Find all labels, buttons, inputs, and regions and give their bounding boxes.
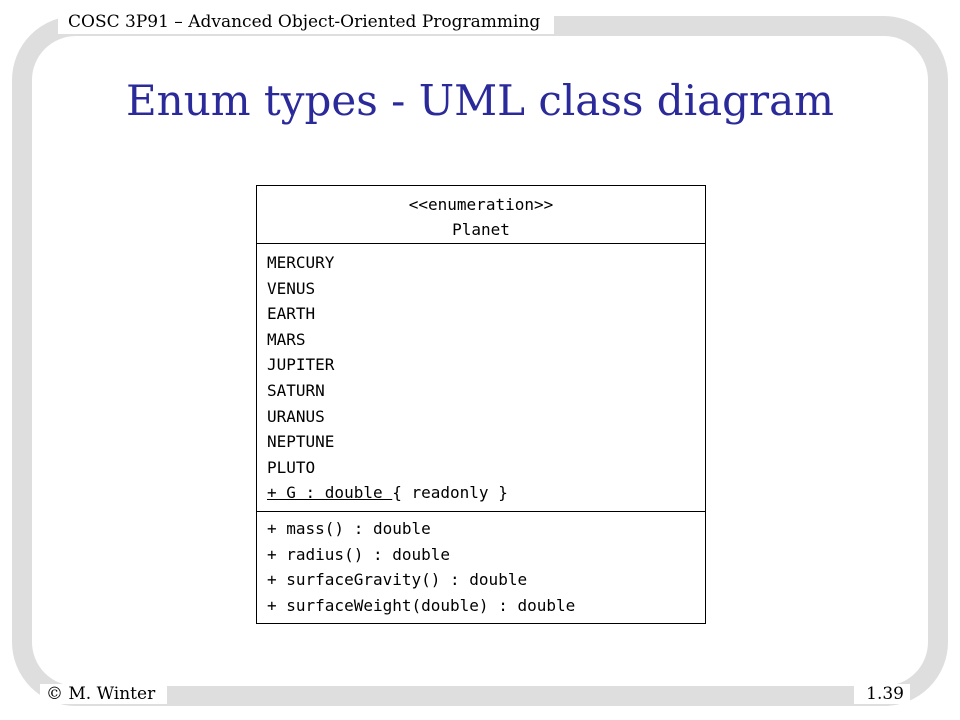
- static-attribute: + G : double { readonly }: [267, 480, 705, 506]
- uml-stereotype: <<enumeration>>: [408, 195, 554, 214]
- enum-constant: VENUS: [267, 278, 316, 298]
- uml-class-name: Planet: [452, 220, 510, 239]
- uml-operation: + surfaceWeight(double) : double: [267, 595, 576, 615]
- static-attribute-decl: + G : double: [267, 483, 393, 503]
- enum-constant: PLUTO: [267, 457, 316, 477]
- slide-title: Enum types - UML class diagram: [125, 76, 834, 125]
- uml-attributes-compartment: MERCURY VENUS EARTH MARS JUPITER SATURN …: [257, 244, 705, 512]
- enum-constant: MERCURY: [267, 253, 335, 272]
- uml-operation: + radius() : double: [267, 544, 451, 564]
- uml-operations-compartment: + mass() : double + radius() : double + …: [257, 512, 705, 618]
- enum-constant: NEPTUNE: [267, 432, 335, 452]
- enum-constant: MARS: [267, 329, 306, 349]
- enum-constant: SATURN: [267, 380, 325, 400]
- static-attribute-modifier: { readonly }: [392, 483, 508, 503]
- enum-constant: EARTH: [267, 304, 316, 324]
- uml-operation: + surfaceGravity() : double: [267, 570, 528, 590]
- uml-operation: + mass() : double: [267, 519, 431, 538]
- footer-page-number: 1.39: [854, 684, 910, 704]
- uml-class-header: <<enumeration>> Planet: [257, 186, 705, 244]
- enum-constant: URANUS: [267, 406, 325, 426]
- course-header: COSC 3P91 – Advanced Object-Oriented Pro…: [58, 10, 555, 34]
- footer-author: © M. Winter: [40, 684, 168, 704]
- enum-constant: JUPITER: [267, 355, 335, 375]
- uml-class-box: <<enumeration>> Planet MERCURY VENUS EAR…: [256, 185, 706, 624]
